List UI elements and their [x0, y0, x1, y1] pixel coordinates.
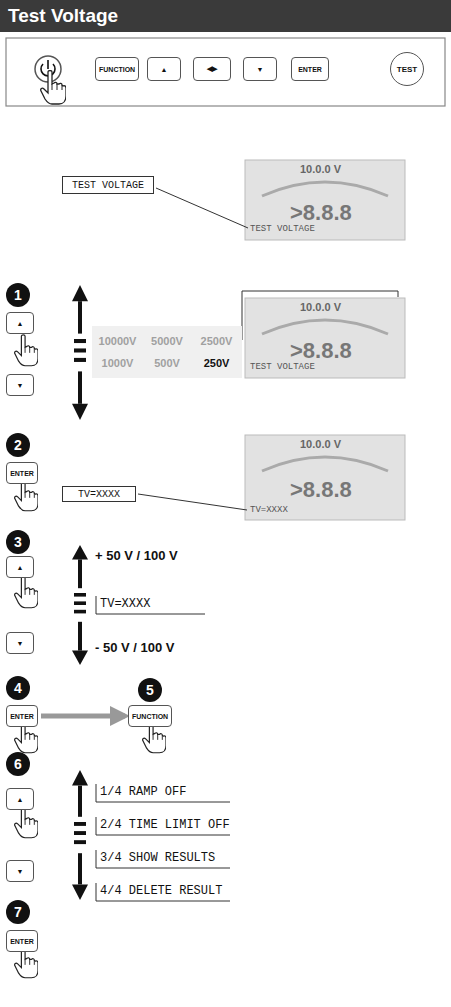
note-text: >8.8.8	[290, 477, 352, 503]
node-text: TEST VOLTAGE	[72, 180, 144, 191]
node-text: ENTER	[10, 938, 34, 945]
key-button: ▲	[6, 556, 34, 578]
node-text: 2	[14, 437, 22, 453]
display-text: 2/4 TIME LIMIT OFF	[100, 818, 230, 832]
pointing-hand	[15, 335, 38, 366]
display-bracket	[96, 883, 230, 901]
node-text: 4	[14, 680, 22, 696]
voltage-option: 250V	[192, 352, 242, 374]
note-text: 10.0.0 V	[300, 301, 341, 313]
pointing-hand	[41, 71, 66, 105]
flow-arrow	[41, 714, 125, 719]
button-panel	[6, 38, 445, 106]
key-button: ▼	[243, 57, 277, 81]
note-text: >8.8.8	[290, 338, 352, 364]
node-text: ▼	[17, 640, 24, 647]
key-button: ▼	[6, 860, 34, 882]
display-bracket	[96, 596, 205, 614]
pointing-hand	[15, 577, 38, 608]
node-text: FUNCTION	[99, 66, 135, 73]
page-title: Test Voltage	[8, 5, 118, 27]
step-number: 2	[6, 433, 30, 457]
voltage-option: 5000V	[142, 330, 192, 352]
pointing-hand	[15, 480, 38, 511]
note-text: >8.8.8	[290, 200, 352, 226]
key-button: ▲	[6, 788, 34, 810]
display-text: 4/4 DELETE RESULT	[100, 884, 222, 898]
voltage-option: 500V	[142, 352, 192, 374]
display-text: 1/4 RAMP OFF	[100, 785, 186, 799]
node-text: ▲	[161, 66, 168, 73]
key-button: FUNCTION	[95, 57, 139, 81]
node-text: ENTER	[298, 66, 322, 73]
step-number: 7	[6, 900, 30, 924]
key-button: ▲	[6, 312, 34, 334]
step-number: 3	[6, 530, 30, 554]
scroll-arrow	[72, 285, 88, 420]
voltage-option: 2500V	[192, 330, 242, 352]
title-bar	[0, 0, 451, 32]
note-text: 10.0.0 V	[300, 163, 341, 175]
node-text: 6	[14, 756, 22, 772]
pointing-hand	[15, 807, 38, 838]
node-text: ENTER	[10, 470, 34, 477]
display-callout: TEST VOLTAGE	[62, 176, 154, 194]
node-text: ◀▶	[207, 65, 217, 73]
node-text: ▼	[17, 868, 24, 875]
leader-line	[138, 494, 247, 510]
key-button: ENTER	[6, 930, 38, 952]
leader-line	[242, 291, 398, 340]
voltage-option: 10000V	[93, 330, 143, 352]
voltage-option: 1000V	[93, 352, 143, 374]
note-text: 10.0.0 V	[300, 438, 341, 450]
key-button: ENTER	[291, 57, 329, 81]
step-number: 5	[138, 678, 162, 702]
node-text: ENTER	[10, 713, 34, 720]
step-number: 1	[6, 283, 30, 307]
node-text: 5	[146, 682, 154, 698]
key-button: ◀▶	[193, 57, 231, 81]
node-text: TEST	[397, 65, 417, 74]
node-text: FUNCTION	[132, 713, 168, 720]
key-button: ▼	[6, 374, 34, 396]
display-text: TEST VOLTAGE	[250, 224, 315, 234]
step-number: 4	[6, 676, 30, 700]
key-button: ENTER	[6, 462, 38, 484]
node-text: 1	[14, 287, 22, 303]
display-text: TEST VOLTAGE	[250, 362, 315, 372]
voltage-options: 10000V5000V2500V 1000V500V250V	[92, 326, 242, 378]
node-text: TV=XXXX	[78, 489, 120, 500]
display-callout: TV=XXXX	[62, 486, 136, 502]
key-button: FUNCTION	[128, 705, 172, 727]
step-number: 6	[6, 752, 30, 776]
node-text: ▼	[17, 382, 24, 389]
display-text: 3/4 SHOW RESULTS	[100, 851, 215, 865]
node-text: ▲	[17, 796, 24, 803]
note-text: - 50 V / 100 V	[95, 640, 175, 655]
node-text: 7	[14, 904, 22, 920]
note-text: + 50 V / 100 V	[95, 548, 178, 563]
scroll-arrow	[72, 770, 88, 900]
node-text: ▲	[17, 564, 24, 571]
display-bracket	[96, 850, 230, 868]
key-button: ▲	[147, 57, 181, 81]
key-button: ▼	[6, 632, 34, 654]
lcd-screen	[245, 435, 405, 520]
scroll-arrow	[72, 545, 88, 665]
node-text: 3	[14, 534, 22, 550]
key-button: ENTER	[6, 705, 38, 727]
node-text: ▲	[17, 320, 24, 327]
node-text: ▼	[257, 66, 264, 73]
test-button: TEST	[390, 52, 424, 86]
display-bracket	[96, 784, 230, 802]
lcd-screen	[245, 160, 405, 240]
display-bracket	[96, 817, 230, 835]
display-text: TV=XXXX	[100, 597, 150, 611]
display-text: TV=XXXX	[250, 505, 288, 515]
lcd-screen	[245, 298, 405, 378]
leader-line	[156, 188, 248, 228]
